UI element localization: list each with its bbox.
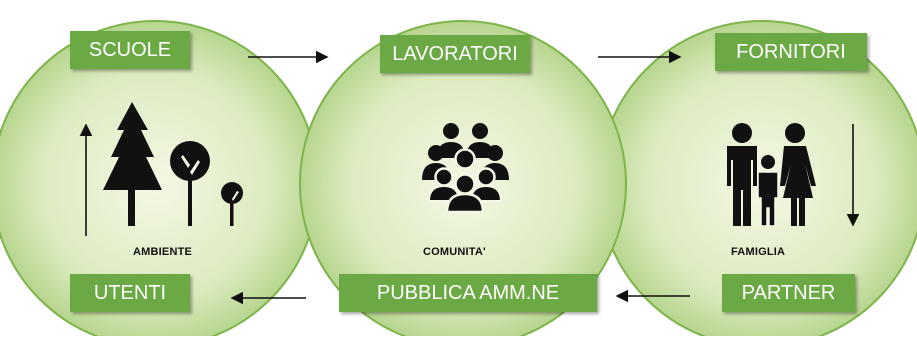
label-utenti: UTENTI bbox=[70, 274, 190, 312]
caption-comunita: COMUNITA' bbox=[423, 246, 486, 258]
trees-icon bbox=[103, 102, 243, 226]
family-icon bbox=[727, 123, 816, 227]
caption-ambiente: AMBIENTE bbox=[133, 246, 193, 258]
label-pubblica-amm: PUBBLICA AMM.NE bbox=[339, 274, 597, 312]
label-scuole: SCUOLE bbox=[70, 31, 190, 69]
label-fornitori: FORNITORI bbox=[715, 33, 867, 71]
label-partner: PARTNER bbox=[722, 274, 855, 312]
people-group-icon bbox=[422, 123, 509, 214]
label-lavoratori: LAVORATORI bbox=[380, 35, 530, 73]
caption-famiglia: FAMIGLIA bbox=[731, 246, 786, 258]
